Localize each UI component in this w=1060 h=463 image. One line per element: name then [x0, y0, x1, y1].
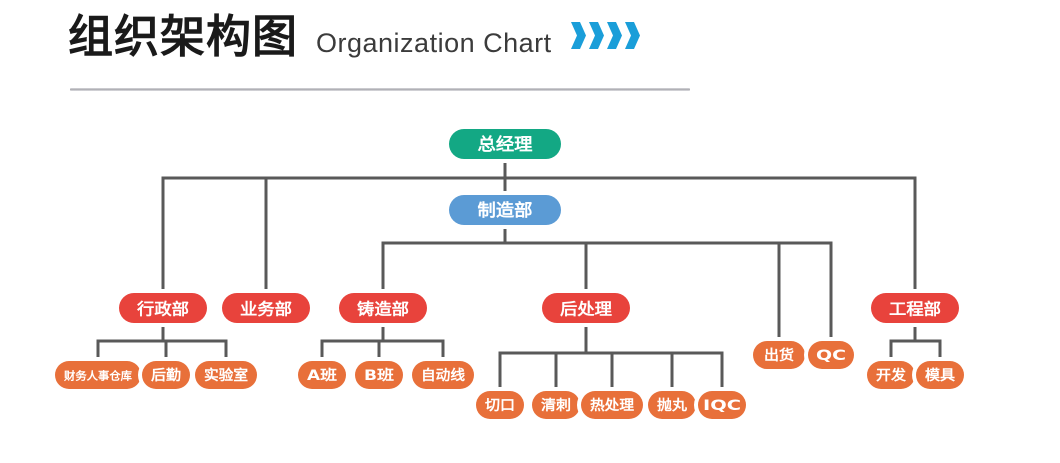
chevron-right-icon	[606, 22, 622, 49]
node-pill[interactable]	[532, 391, 580, 419]
node-pill[interactable]	[449, 195, 561, 225]
node-pill[interactable]	[542, 293, 630, 323]
node-pill[interactable]	[298, 361, 346, 389]
node-pill[interactable]	[412, 361, 474, 389]
node-pill[interactable]	[449, 129, 561, 159]
org-node-logi[interactable]: 后勤	[138, 357, 194, 393]
node-label: 财务人事仓库	[63, 369, 132, 383]
org-node-sales[interactable]: 业务部	[218, 289, 314, 327]
org-node-mfg[interactable]: 制造部	[445, 191, 565, 229]
node-label: 总经理	[478, 134, 533, 155]
org-node-admin[interactable]: 行政部	[115, 289, 211, 327]
org-node-qc[interactable]: QC	[804, 337, 858, 373]
node-pill[interactable]	[648, 391, 696, 419]
node-pill[interactable]	[581, 391, 643, 419]
node-label: 制造部	[478, 200, 533, 221]
node-label: 实验室	[204, 367, 248, 384]
org-node-heat[interactable]: 热处理	[577, 387, 647, 423]
org-node-iqc[interactable]: IQC	[694, 387, 750, 423]
node-pill[interactable]	[916, 361, 964, 389]
node-label: 工程部	[889, 300, 941, 319]
org-node-dev[interactable]: 开发	[863, 357, 919, 393]
node-label: 后勤	[151, 367, 181, 384]
org-node-shiftB[interactable]: B班	[351, 357, 407, 393]
org-node-mold[interactable]: 模具	[912, 357, 968, 393]
node-label: 后处理	[560, 300, 612, 319]
node-label: B班	[364, 367, 394, 384]
node-pill[interactable]	[871, 293, 959, 323]
node-pill[interactable]	[355, 361, 403, 389]
org-node-deburr[interactable]: 清刺	[528, 387, 584, 423]
node-label: 出货	[764, 347, 794, 364]
node-pill[interactable]	[867, 361, 915, 389]
org-node-lab[interactable]: 实验室	[191, 357, 261, 393]
double-chevron-right-icon	[570, 22, 641, 49]
node-label: 热处理	[590, 397, 634, 414]
chevron-right-icon	[588, 22, 604, 49]
node-label: 抛丸	[657, 397, 688, 414]
node-label: IQC	[703, 398, 741, 414]
header-divider	[70, 88, 690, 91]
page-title-cn: 组织架构图	[68, 10, 299, 63]
node-pill[interactable]	[142, 361, 190, 389]
node-label: 业务部	[240, 300, 292, 319]
org-node-casting[interactable]: 铸造部	[335, 289, 431, 327]
node-label: 行政部	[136, 300, 189, 319]
org-node-autoline[interactable]: 自动线	[408, 357, 478, 393]
org-node-finhr[interactable]: 财务人事仓库	[51, 357, 145, 393]
org-node-eng[interactable]: 工程部	[867, 289, 963, 327]
org-node-post[interactable]: 后处理	[538, 289, 634, 327]
org-node-shot[interactable]: 抛丸	[644, 387, 700, 423]
org-node-ship[interactable]: 出货	[749, 337, 809, 373]
node-pill[interactable]	[195, 361, 257, 389]
node-label: 开发	[876, 367, 907, 384]
node-pill[interactable]	[222, 293, 310, 323]
node-label: A班	[307, 367, 337, 384]
node-pill[interactable]	[339, 293, 427, 323]
node-label: QC	[816, 348, 846, 364]
chevron-right-icon	[624, 22, 640, 49]
node-pill[interactable]	[476, 391, 524, 419]
page-title-en: Organization Chart	[316, 28, 552, 58]
node-pill[interactable]	[55, 361, 141, 389]
node-pill[interactable]	[698, 391, 746, 419]
org-node-gm[interactable]: 总经理	[445, 125, 565, 163]
node-pill[interactable]	[808, 341, 854, 369]
page-header: 组织架构图 Organization Chart	[68, 14, 641, 59]
node-label: 自动线	[421, 367, 465, 384]
node-label: 切口	[485, 398, 515, 414]
org-node-cut[interactable]: 切口	[472, 387, 528, 423]
node-label: 模具	[925, 367, 955, 384]
node-label: 铸造部	[357, 300, 409, 319]
node-label: 清刺	[541, 397, 571, 414]
node-pill[interactable]	[119, 293, 207, 323]
chevron-right-icon	[570, 22, 586, 49]
connector-lines	[96, 159, 942, 391]
org-node-shiftA[interactable]: A班	[294, 357, 350, 393]
node-pill[interactable]	[753, 341, 805, 369]
